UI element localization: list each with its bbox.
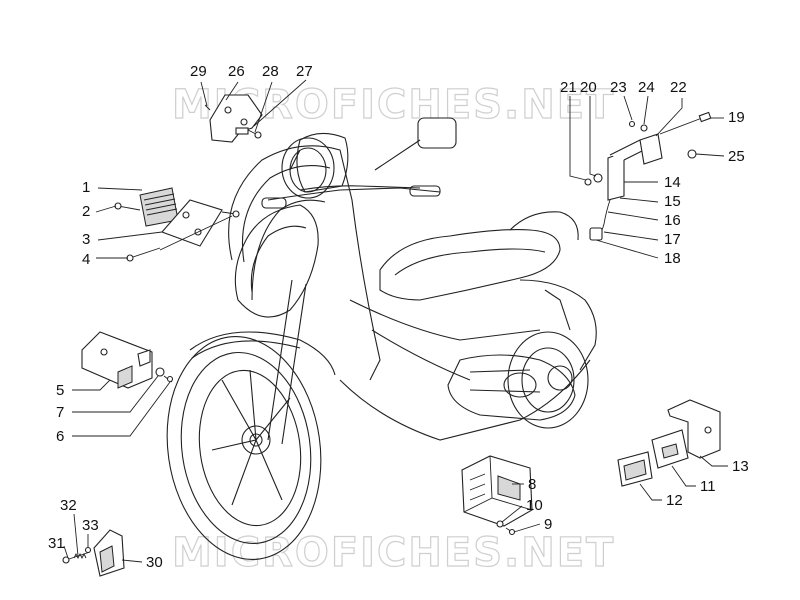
callout-31: 31 — [48, 535, 65, 552]
part-spring-32 — [73, 552, 87, 560]
watermark-bottom: MICROFICHES.NET — [172, 530, 615, 576]
callout-9: 9 — [544, 516, 552, 533]
part-screw-28 — [247, 129, 262, 139]
part-bracket-26 — [209, 94, 263, 143]
part-washer-21 — [584, 178, 592, 186]
part-washer-33 — [84, 546, 92, 554]
callout-labels: 29 26 28 27 1 2 3 4 5 7 6 21 20 23 24 22… — [48, 63, 749, 571]
part-bracket-13 — [667, 399, 721, 459]
callout-24: 24 — [638, 79, 655, 96]
callout-18: 18 — [664, 250, 681, 267]
callout-30: 30 — [146, 554, 163, 571]
callout-20: 20 — [580, 79, 597, 96]
callout-17: 17 — [664, 231, 681, 248]
callout-10: 10 — [526, 497, 543, 514]
part-plate-3 — [161, 199, 223, 247]
callout-26: 26 — [228, 63, 245, 80]
part-bracket-14 — [607, 139, 649, 201]
part-cover-12 — [617, 451, 653, 487]
part-screw-29 — [204, 104, 211, 111]
callout-28: 28 — [262, 63, 279, 80]
part-screw-6 — [163, 375, 174, 383]
scooter-illustration — [166, 117, 597, 560]
callout-11: 11 — [700, 478, 716, 495]
callout-8: 8 — [528, 476, 536, 493]
callout-3: 3 — [82, 231, 90, 248]
part-relay-22 — [639, 133, 663, 165]
callout-33: 33 — [82, 517, 99, 534]
part-connector-18 — [589, 227, 603, 241]
part-nut-7 — [155, 367, 165, 377]
part-washer-24 — [640, 124, 648, 132]
part-nut-20 — [593, 173, 603, 183]
callout-6: 6 — [56, 428, 64, 445]
callout-22: 22 — [670, 79, 687, 96]
callout-13: 13 — [732, 458, 749, 475]
part-nut-25 — [687, 149, 697, 159]
callout-16: 16 — [664, 212, 681, 229]
callout-25: 25 — [728, 148, 745, 165]
callout-27: 27 — [296, 63, 313, 80]
callout-2: 2 — [82, 203, 90, 220]
callout-32: 32 — [60, 497, 77, 514]
part-module-11 — [651, 429, 689, 469]
part-washer-10 — [496, 520, 504, 528]
part-bracket-5 — [81, 331, 153, 389]
callout-29: 29 — [190, 63, 207, 80]
callout-15: 15 — [664, 193, 681, 210]
part-bolt-19 — [659, 111, 712, 135]
part-screw-23 — [628, 120, 636, 128]
callout-21: 21 — [560, 79, 577, 96]
callout-12: 12 — [666, 492, 683, 509]
part-screw-2 — [114, 202, 141, 211]
part-screw-4 — [126, 210, 240, 262]
callout-19: 19 — [728, 109, 745, 126]
callout-4: 4 — [82, 251, 90, 268]
leader-lines — [63, 79, 728, 563]
callout-14: 14 — [664, 174, 681, 191]
callout-1: 1 — [82, 179, 90, 196]
callout-7: 7 — [56, 404, 64, 421]
callout-23: 23 — [610, 79, 627, 96]
part-bracket-30 — [93, 529, 125, 577]
part-control-unit-8 — [461, 455, 533, 527]
callout-5: 5 — [56, 382, 64, 399]
